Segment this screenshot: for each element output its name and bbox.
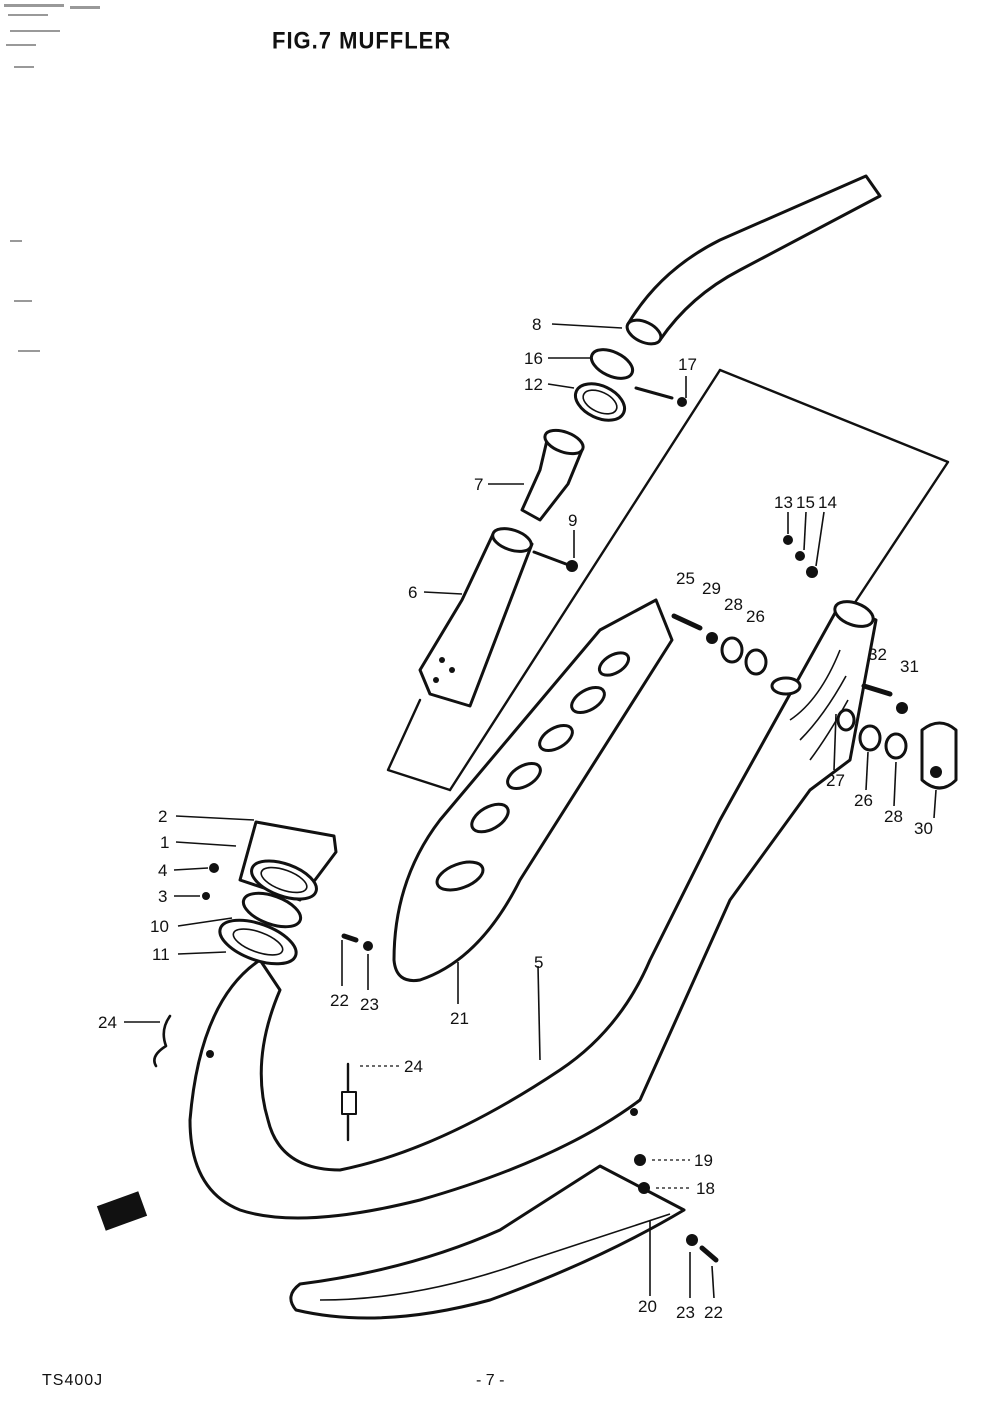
callout-5: 5	[534, 953, 543, 972]
callout-3: 3	[158, 887, 167, 906]
page-marker: - 7 -	[476, 1372, 505, 1389]
callout-24-left: 24	[98, 1013, 117, 1032]
callout-20: 20	[638, 1297, 657, 1316]
scan-noise	[4, 4, 100, 352]
callout-14: 14	[818, 493, 837, 512]
callout-17: 17	[678, 355, 697, 374]
callout-26-lower: 26	[854, 791, 873, 810]
inner-pipe	[520, 428, 585, 522]
callout-22-upper: 22	[330, 991, 349, 1010]
callout-26-upper: 26	[746, 607, 765, 626]
springs	[153, 1014, 357, 1142]
callout-7: 7	[474, 475, 483, 494]
callout-25-upper: 25	[676, 569, 695, 588]
callout-2: 2	[158, 807, 167, 826]
baffle-tube	[418, 527, 578, 708]
callout-8: 8	[532, 315, 541, 334]
callout-10: 10	[150, 917, 169, 936]
callout-9: 9	[568, 511, 577, 530]
callout-29: 29	[702, 579, 721, 598]
callout-16: 16	[524, 349, 543, 368]
callout-32: 32	[868, 645, 887, 664]
callout-24-center: 24	[404, 1057, 423, 1076]
callout-18: 18	[696, 1179, 715, 1198]
tail-pipe	[625, 174, 882, 346]
callout-labels: 8 16 12 17 7 9 6 13 15 14 25 29 28 26 32…	[98, 315, 933, 1322]
callout-31: 31	[900, 657, 919, 676]
model-code: TS400J	[42, 1372, 104, 1389]
callout-6: 6	[408, 583, 417, 602]
callout-4: 4	[158, 861, 167, 880]
callout-30: 30	[914, 819, 933, 838]
callout-23-upper: 23	[360, 995, 379, 1014]
callout-13: 13	[774, 493, 793, 512]
callout-19: 19	[694, 1151, 713, 1170]
callout-1: 1	[160, 833, 169, 852]
callout-28-lower: 28	[884, 807, 903, 826]
callout-23-lower: 23	[676, 1303, 695, 1322]
assembly-frame	[386, 368, 950, 792]
heat-shield	[392, 598, 674, 983]
callout-11: 11	[152, 945, 170, 964]
clamp-rings	[573, 348, 687, 422]
callout-21: 21	[450, 1009, 469, 1028]
fasteners	[96, 535, 958, 1263]
callout-22-lower: 22	[704, 1303, 723, 1322]
muffler-body	[188, 600, 878, 1220]
lower-shield	[289, 1164, 686, 1320]
leader-lines	[124, 323, 937, 1299]
figure-title: FIG.7 MUFFLER	[272, 26, 452, 55]
exhaust-flange	[202, 820, 338, 966]
callout-28-upper: 28	[724, 595, 743, 614]
callout-15: 15	[796, 493, 815, 512]
callout-12: 12	[524, 375, 543, 394]
callout-27: 27	[826, 771, 845, 790]
